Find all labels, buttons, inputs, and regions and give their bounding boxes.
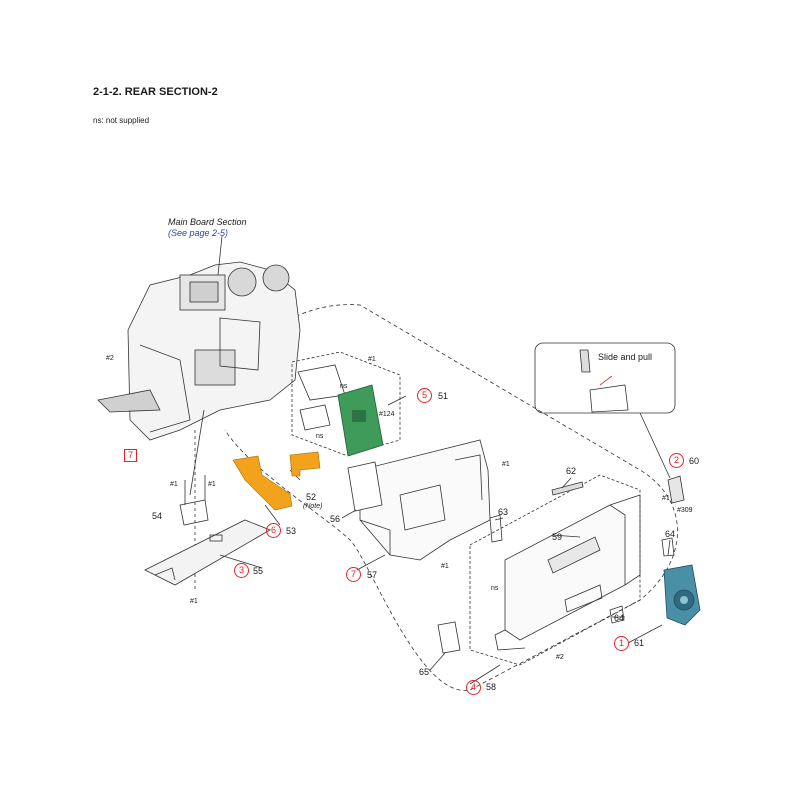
flex-cable-52 xyxy=(289,451,321,477)
part-59-label: 59 xyxy=(552,532,563,542)
ref-circle-3: 3 xyxy=(234,563,249,578)
part-64-label-upper: 64 xyxy=(665,529,676,539)
inset-box xyxy=(534,342,676,414)
board-group-box xyxy=(291,351,401,456)
flex-cable-53 xyxy=(232,455,293,511)
part-51-label: 51 xyxy=(438,391,449,401)
not-supplied-label: ns xyxy=(340,383,348,390)
part-65 xyxy=(437,621,461,654)
main-board-link[interactable]: (See page 2-5) xyxy=(168,228,229,238)
screw-label-2: #2 xyxy=(106,355,114,362)
screw-label-309: #309 xyxy=(677,507,693,514)
screw-label-1: #1 xyxy=(662,495,670,502)
screw-label-2: #2 xyxy=(556,654,564,661)
screw-label-1: #1 xyxy=(368,356,376,363)
frame-57 xyxy=(359,439,491,561)
ref-circle-2: 2 xyxy=(669,453,684,468)
ref-square-7: 7 xyxy=(124,449,137,462)
part-63-label: 63 xyxy=(498,507,509,517)
ref-circle-7: 7 xyxy=(346,567,361,582)
camera-body xyxy=(97,261,301,441)
ref-circle-1: 1 xyxy=(614,636,629,651)
screw-label-1: #1 xyxy=(441,563,449,570)
part-65-label: 65 xyxy=(419,667,430,677)
part-56-label: 56 xyxy=(330,514,341,524)
part-57-label: 57 xyxy=(367,570,378,580)
screw-label-1: #1 xyxy=(208,481,216,488)
part-52-note: (Note) xyxy=(303,503,323,510)
rear-assembly-box xyxy=(469,474,641,666)
rear-cover-58 xyxy=(494,494,641,651)
sheet-56 xyxy=(347,461,383,512)
not-supplied-label: ns xyxy=(316,433,324,440)
part-53-label: 53 xyxy=(286,526,297,536)
screw-label-1: #1 xyxy=(190,598,198,605)
control-dial-61 xyxy=(663,564,701,626)
part-52-label: 52 xyxy=(306,492,317,502)
ref-circle-5: 5 xyxy=(417,388,432,403)
screw-label-124: #124 xyxy=(379,411,395,418)
part-60-label: 60 xyxy=(689,456,700,466)
part-61-label: 61 xyxy=(634,638,645,648)
bottom-plate-55 xyxy=(144,519,271,586)
legend-note: ns: not supplied xyxy=(93,116,150,125)
main-board-caption: Main Board Section xyxy=(168,217,247,227)
page-title: 2-1-2. REAR SECTION-2 xyxy=(93,86,218,98)
ref-circle-6: 6 xyxy=(266,523,281,538)
part-54-label: 54 xyxy=(152,511,163,521)
screw-label-1: #1 xyxy=(502,461,510,468)
part-55-label: 55 xyxy=(253,566,264,576)
not-supplied-label: ns xyxy=(491,585,499,592)
part-62-label: 62 xyxy=(566,466,577,476)
main-circuit-board-51 xyxy=(337,384,384,457)
ref-circle-4: 4 xyxy=(466,680,481,695)
screw-label-1: #1 xyxy=(170,481,178,488)
slide-and-pull-caption: Slide and pull xyxy=(598,352,653,362)
part-58-label: 58 xyxy=(486,682,497,692)
part-64-label-lower: 64 xyxy=(614,613,625,623)
